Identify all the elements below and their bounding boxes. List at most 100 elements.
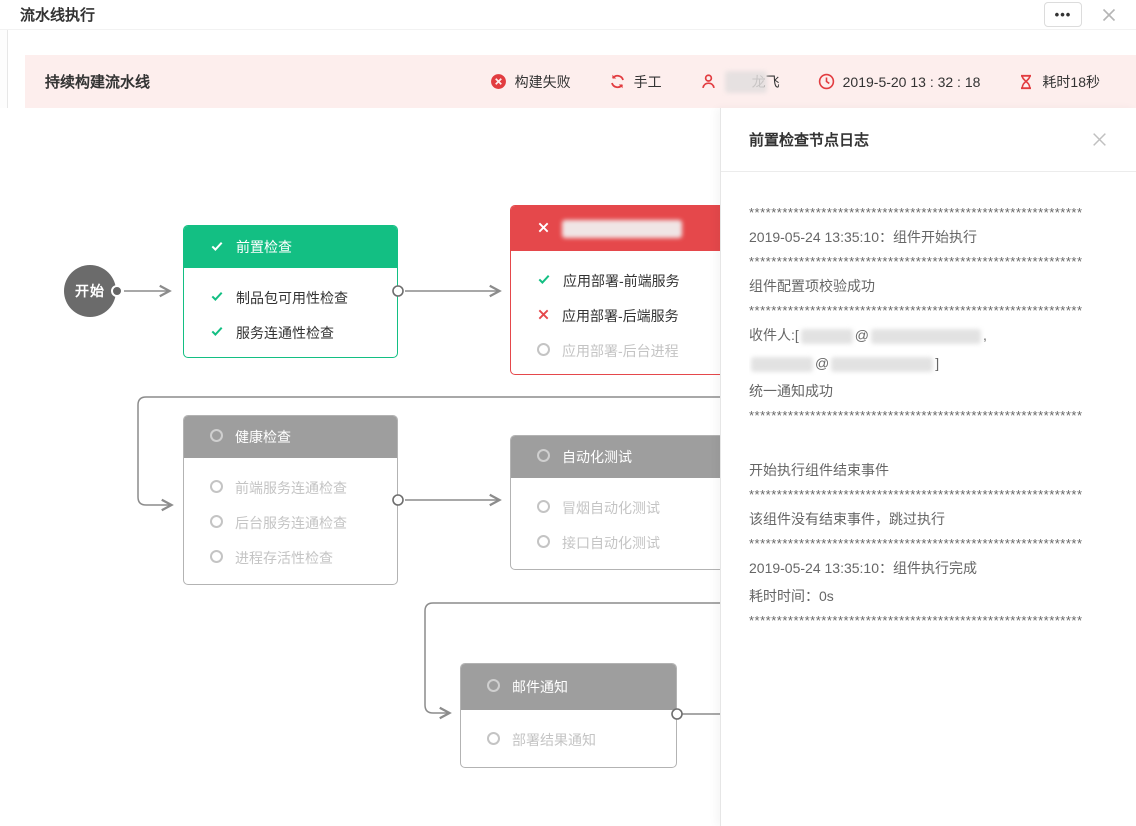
log-line: 组件配置项校验成功 (749, 278, 875, 294)
pending-icon (487, 731, 500, 748)
redacted-email-blur (831, 356, 934, 372)
redacted-node-title (562, 219, 682, 238)
log-line: ****************************************… (749, 408, 1083, 423)
build-result: 构建失败 (490, 72, 571, 92)
node-title: 前置检查 (236, 239, 292, 255)
pending-icon (537, 499, 550, 516)
build-status-bar: 持续构建流水线 构建失败 手工 龙飞 2019-5-20 13 : 32 : 1… (25, 55, 1136, 108)
triggered-by: 龙飞 (700, 70, 780, 93)
node-header (511, 206, 739, 251)
trigger-mode: 手工 (609, 72, 662, 92)
node-step[interactable]: 冒烟自动化测试 (511, 490, 729, 525)
step-label: 进程存活性检查 (235, 549, 333, 566)
redacted-email-blur (800, 328, 853, 344)
success-icon (210, 324, 224, 341)
log-text-fragment: @ (854, 327, 869, 343)
log-line: 统一通知成功 (749, 383, 833, 399)
log-content[interactable]: ****************************************… (721, 172, 1136, 650)
log-panel-header: 前置检查节点日志 (721, 108, 1136, 172)
log-text-fragment: @ (815, 355, 830, 371)
pending-icon (210, 514, 223, 531)
redacted-email-blur (871, 328, 981, 344)
step-label: 应用部署-后台进程 (562, 342, 679, 359)
log-panel: 前置检查节点日志 *******************************… (720, 108, 1136, 826)
log-line: 2019-05-24 13:35:10：组件开始执行 (749, 229, 977, 245)
refresh-icon (610, 74, 624, 89)
log-line: ****************************************… (749, 487, 1083, 502)
log-text-fragment: 收件人:[ (749, 327, 799, 343)
node-step[interactable]: 服务连通性检查 (184, 315, 397, 350)
step-label: 制品包可用性检查 (236, 289, 348, 306)
build-time: 2019-5-20 13 : 32 : 18 (818, 73, 980, 90)
log-line (749, 425, 1130, 455)
clock-icon (818, 73, 834, 90)
log-close-icon[interactable] (1090, 131, 1108, 149)
ellipsis-icon: ••• (1054, 6, 1072, 22)
error-circle-icon (490, 74, 506, 89)
step-label: 部署结果通知 (512, 731, 596, 748)
log-line: 收件人:[ @, (749, 323, 1130, 348)
step-label: 前端服务连通检查 (235, 479, 347, 496)
node-step[interactable]: 制品包可用性检查 (184, 280, 397, 315)
modal-close-icon[interactable] (1100, 6, 1118, 24)
node-step[interactable]: 部署结果通知 (461, 722, 676, 757)
step-label: 应用部署-前端服务 (563, 272, 680, 289)
node-step[interactable]: 应用部署-后台进程 (511, 333, 739, 368)
node-step[interactable]: 前端服务连通检查 (184, 470, 397, 505)
node-health-check[interactable]: 健康检查前端服务连通检查后台服务连通检查进程存活性检查 (183, 415, 398, 585)
node-precheck[interactable]: 前置检查制品包可用性检查服务连通性检查 (183, 225, 398, 358)
log-line: ****************************************… (749, 536, 1083, 551)
node-header: 前置检查 (184, 226, 397, 268)
start-node: 开始 (64, 265, 116, 317)
pending-icon (537, 534, 550, 551)
pending-icon (537, 449, 550, 465)
log-line: ****************************************… (749, 303, 1083, 318)
node-title: 健康检查 (235, 429, 291, 445)
hourglass-icon (1021, 74, 1032, 89)
modal-titlebar: 流水线执行 ••• (0, 0, 1136, 30)
log-text-fragment: , (983, 327, 987, 343)
failed-icon (537, 221, 550, 237)
step-label: 应用部署-后端服务 (562, 307, 679, 324)
log-line: ****************************************… (749, 205, 1083, 220)
step-label: 服务连通性检查 (236, 324, 334, 341)
log-line: ****************************************… (749, 613, 1083, 628)
step-label: 接口自动化测试 (562, 534, 660, 551)
log-line: 2019-05-24 13:35:10：组件执行完成 (749, 560, 977, 576)
node-header: 邮件通知 (461, 664, 676, 710)
node-mail-notify[interactable]: 邮件通知部署结果通知 (460, 663, 677, 768)
node-header: 健康检查 (184, 416, 397, 458)
log-text-fragment: ] (935, 355, 940, 371)
start-connector-dot (111, 285, 123, 297)
pending-icon (210, 549, 223, 566)
node-deploy[interactable]: 应用部署-前端服务应用部署-后端服务应用部署-后台进程 (510, 205, 740, 375)
node-auto-test[interactable]: 自动化测试冒烟自动化测试接口自动化测试 (510, 435, 730, 570)
build-meta: 构建失败 手工 龙飞 2019-5-20 13 : 32 : 18 耗时18秒 (490, 70, 1100, 93)
node-step[interactable]: 应用部署-前端服务 (511, 263, 739, 298)
node-title: 邮件通知 (512, 679, 568, 695)
build-duration: 耗时18秒 (1018, 72, 1100, 92)
pipeline-name: 持续构建流水线 (45, 74, 151, 91)
user-icon (701, 74, 715, 89)
success-icon (210, 239, 224, 256)
log-line: 开始执行组件结束事件 (749, 462, 889, 478)
pending-icon (487, 679, 500, 695)
log-line: @] (749, 351, 1130, 376)
node-step[interactable]: 后台服务连通检查 (184, 505, 397, 540)
node-step[interactable]: 应用部署-后端服务 (511, 298, 739, 333)
log-panel-title: 前置检查节点日志 (749, 132, 870, 149)
log-line: 耗时时间：0s (749, 588, 834, 604)
node-title: 自动化测试 (562, 449, 632, 465)
step-label: 后台服务连通检查 (235, 514, 347, 531)
pending-icon (537, 342, 550, 359)
success-icon (210, 289, 224, 306)
step-label: 冒烟自动化测试 (562, 499, 660, 516)
node-step[interactable]: 接口自动化测试 (511, 525, 729, 560)
failed-icon (537, 308, 550, 324)
redacted-email-blur (751, 356, 813, 372)
log-line: ****************************************… (749, 254, 1083, 269)
node-step[interactable]: 进程存活性检查 (184, 540, 397, 575)
more-actions-button[interactable]: ••• (1044, 2, 1082, 27)
redacted-name-blur (724, 70, 767, 93)
